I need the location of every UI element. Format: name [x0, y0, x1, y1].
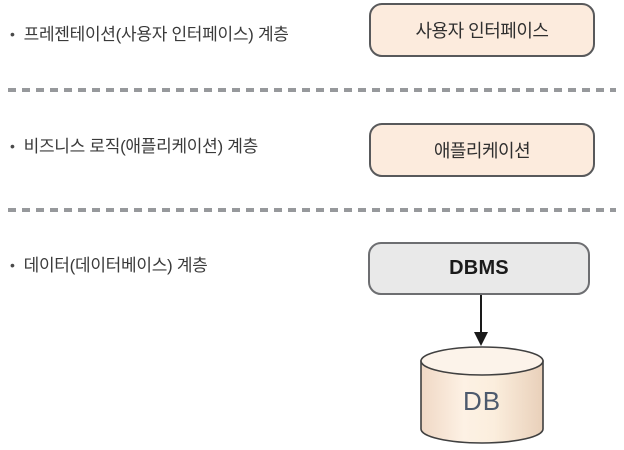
user-interface-box: 사용자 인터페이스: [369, 3, 595, 57]
bullet-icon: •: [10, 137, 15, 154]
db-label: DB: [463, 386, 501, 416]
business-logic-layer-text: 비즈니스 로직(애플리케이션) 계층: [23, 137, 259, 156]
user-interface-box-label: 사용자 인터페이스: [415, 21, 549, 41]
application-box: 애플리케이션: [369, 123, 595, 177]
data-layer-label: • 데이터(데이터베이스) 계층: [10, 251, 208, 276]
application-box-label: 애플리케이션: [433, 141, 531, 161]
presentation-layer-text: 프레젠테이션(사용자 인터페이스) 계층: [23, 25, 289, 44]
down-arrow-icon: [474, 295, 488, 346]
bullet-icon: •: [10, 256, 15, 273]
dashed-divider-top: [8, 88, 616, 92]
business-logic-layer-label: • 비즈니스 로직(애플리케이션) 계층: [10, 132, 258, 157]
dashed-divider-bottom: [8, 208, 616, 212]
data-layer-text: 데이터(데이터베이스) 계층: [23, 256, 208, 275]
database-cylinder-icon: DB: [420, 346, 544, 444]
presentation-layer-label: • 프레젠테이션(사용자 인터페이스) 계층: [10, 20, 289, 45]
bullet-icon: •: [10, 25, 15, 42]
dbms-box-label: DBMS: [449, 257, 509, 279]
dbms-box: DBMS: [368, 242, 590, 295]
